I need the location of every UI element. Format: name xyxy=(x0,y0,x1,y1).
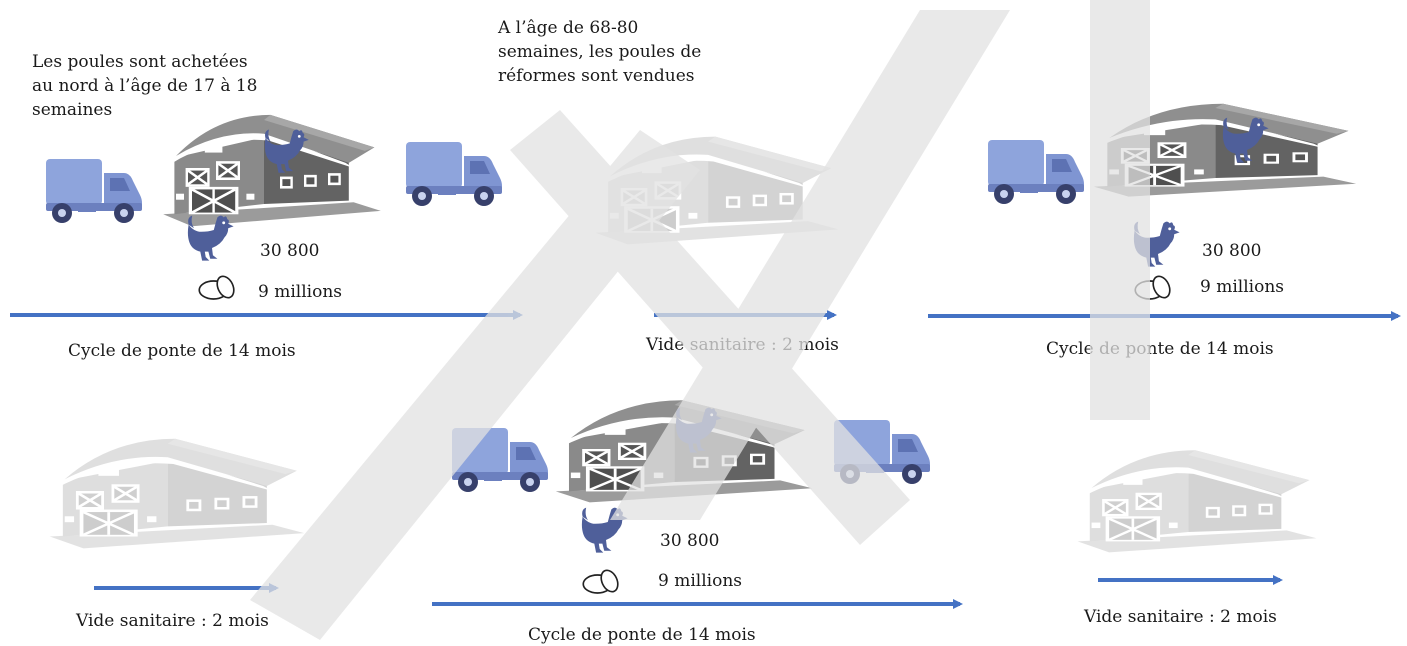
phase-label: Cycle de ponte de 14 mois xyxy=(68,341,296,361)
phase-label: Vide sanitaire : 2 mois xyxy=(76,611,269,631)
purchase-note: Les poules sont achetées au nord à l’âge… xyxy=(32,52,258,120)
phase-label: Vide sanitaire : 2 mois xyxy=(1084,607,1277,627)
hen-count: 30 800 xyxy=(1202,241,1262,261)
egg-count: 9 millions xyxy=(1200,277,1284,297)
